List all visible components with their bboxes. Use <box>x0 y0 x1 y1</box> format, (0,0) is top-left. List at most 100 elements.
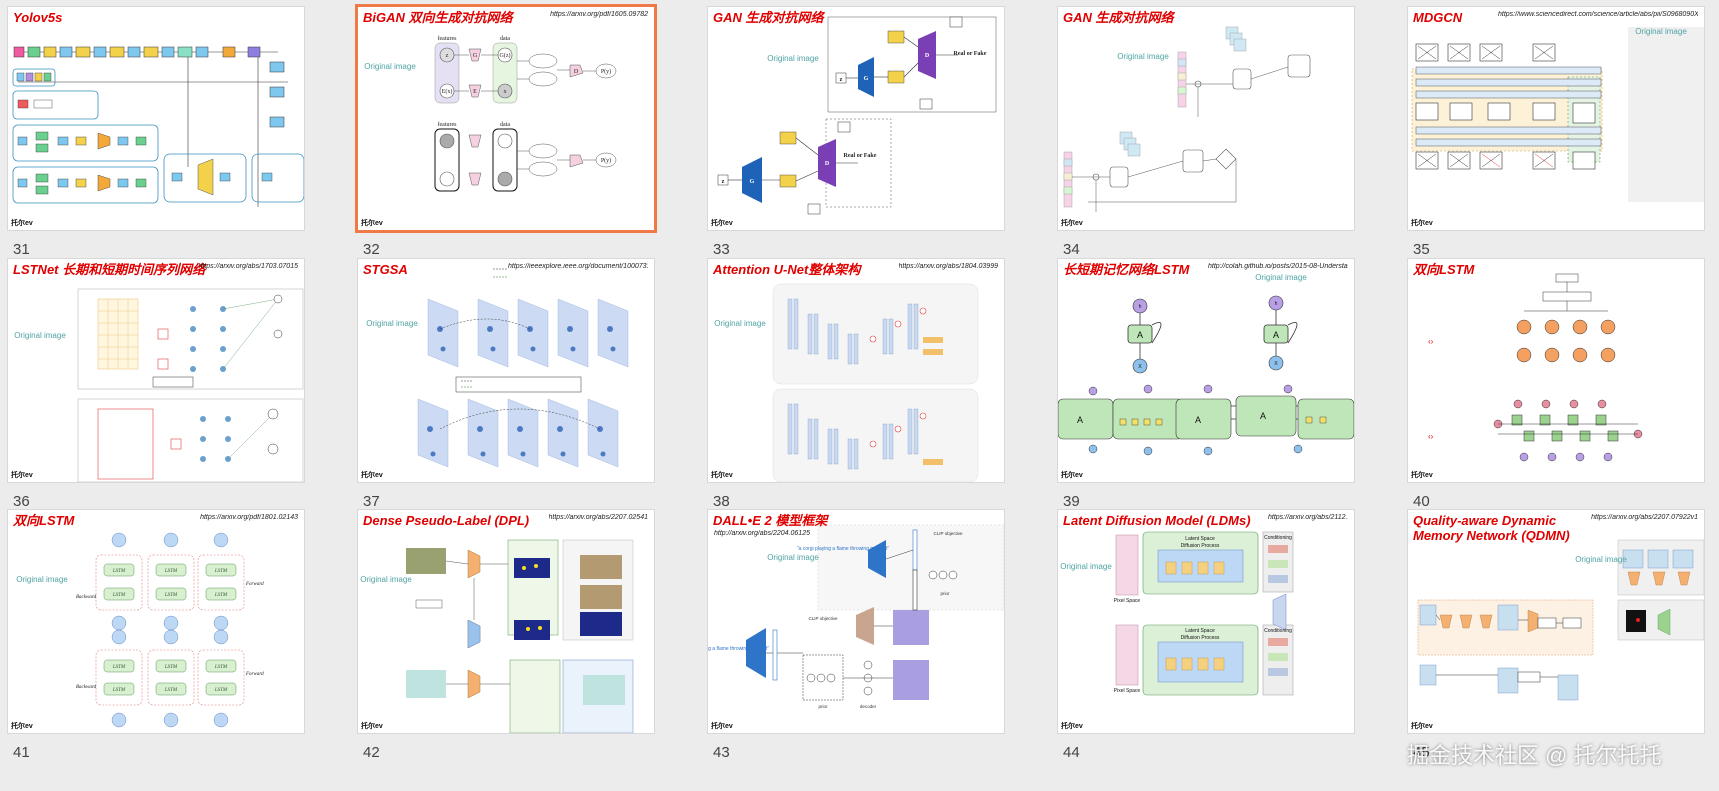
label-G: G <box>473 53 478 59</box>
slide-logo: 托尔ev <box>711 220 733 227</box>
original-image-label: Original image <box>364 62 416 71</box>
slide-cell-33: G D G D z z Real or Fake Real or Fake GA… <box>700 0 1012 276</box>
original-image-label: Original image <box>1575 555 1627 564</box>
slide-cell-35: MDGCN https://www.sciencedirect.com/scie… <box>1400 0 1712 276</box>
label-clip: CLIP objective <box>934 531 963 536</box>
slide-logo: 托尔ev <box>711 472 733 479</box>
label-features: features <box>438 35 458 42</box>
slide-thumbnail-35[interactable]: MDGCN https://www.sciencedirect.com/scie… <box>1408 7 1704 230</box>
slide-url: https://arxiv.org/pdf/1605.09782 <box>550 11 648 18</box>
label-diffusion-2: Diffusion Process <box>1181 635 1220 641</box>
dpl-diagram <box>406 539 634 733</box>
label-latent-space-2: Latent Space <box>1185 628 1215 634</box>
slide-title: GAN 生成对抗网络 <box>1063 10 1174 25</box>
slide-url: http://arxiv.org/abs/2204.06125 <box>714 530 810 537</box>
slide-thumbnail-39[interactable]: A A A A A h X h X 长短期记忆网络LSTM http://col… <box>1058 259 1354 482</box>
label-prior-2: prior <box>940 591 950 596</box>
slide-cell-43: "a corgi playing a flame throwing trumpe… <box>700 503 1012 779</box>
slide-number: 41 <box>13 744 30 761</box>
slide-title: BiGAN 双向生成对抗网络 <box>363 10 513 25</box>
lstm-diagram: A A A A A h X h X <box>1058 295 1354 456</box>
slide-cell-32: features data G E D z x G(z) E(x) P(y) f… <box>350 0 662 276</box>
slide-number: 31 <box>13 241 30 258</box>
slide-cell-39: A A A A A h X h X 长短期记忆网络LSTM http://col… <box>1050 252 1362 528</box>
slide-logo: 托尔ev <box>1411 723 1433 730</box>
qdmn-diagram <box>1417 539 1704 701</box>
slide-url: https://www.sciencedirect.com/science/ar… <box>1498 11 1698 18</box>
label-lstm-4: LSTM <box>112 593 126 598</box>
svg-text:‹›: ‹› <box>1428 337 1434 346</box>
bigan-diagram: features data G E D z x G(z) E(x) P(y) f… <box>434 35 617 192</box>
slide-title: 双向LSTM <box>1413 262 1475 277</box>
slide-number: 35 <box>1413 241 1430 258</box>
slide-number: 43 <box>713 744 730 761</box>
dalle2-diagram: "a corgi playing a flame throwing trumpe… <box>708 524 1004 709</box>
label-conditioning: Conditioning <box>1264 535 1292 541</box>
label-E: E <box>473 89 477 95</box>
label-backward-2: Backward <box>76 685 97 690</box>
label-lstm-10: LSTM <box>112 688 126 693</box>
label-real-fake-2: Real or Fake <box>844 153 877 159</box>
label-forward: Forward <box>245 582 264 587</box>
slide-thumbnail-34[interactable]: GAN 生成对抗网络 Original image 托尔ev <box>1058 7 1354 230</box>
slide-thumbnail-43[interactable]: "a corgi playing a flame throwing trumpe… <box>708 510 1004 733</box>
slide-thumbnail-31[interactable]: Yolov5s 托尔ev <box>8 7 304 230</box>
label-G: G <box>864 76 869 82</box>
slide-number: 34 <box>1063 241 1080 258</box>
slide-number: 40 <box>1413 493 1430 510</box>
slide-cell-44: Latent Space Diffusion Process Latent Sp… <box>1050 503 1362 779</box>
slide-url: https://arxiv.org/pdf/1801.02143 <box>200 514 298 521</box>
slide-thumbnail-36[interactable]: LSTNet 长期和短期时间序列网络 https://arxiv.org/abs… <box>8 259 304 482</box>
bilstm-diagram: ‹› ‹› <box>1428 273 1643 462</box>
label-A: A <box>1137 330 1143 340</box>
slide-thumbnail-42[interactable]: Dense Pseudo-Label (DPL) https://arxiv.o… <box>358 510 654 733</box>
slide-thumbnail-33[interactable]: G D G D z z Real or Fake Real or Fake GA… <box>708 7 1004 230</box>
slide-thumbnail-32[interactable]: features data G E D z x G(z) E(x) P(y) f… <box>358 7 654 230</box>
slide-cell-34: GAN 生成对抗网络 Original image 托尔ev 34 <box>1050 0 1362 276</box>
slide-logo: 托尔ev <box>11 220 33 227</box>
label-conditioning-2: Conditioning <box>1264 628 1292 634</box>
label-A-3: A <box>1077 415 1083 425</box>
slide-title: Attention U-Net整体架构 <box>713 262 861 277</box>
slide-thumbnail-38[interactable]: Attention U-Net整体架构 https://arxiv.org/ab… <box>708 259 1004 482</box>
slide-thumbnail-41[interactable]: LSTM LSTM LSTM LSTM LSTM LSTM LSTM LSTM … <box>8 510 304 733</box>
label-diffusion: Diffusion Process <box>1181 543 1220 549</box>
svg-text:‹›: ‹› <box>1428 432 1434 441</box>
label-forward-2: Forward <box>245 672 264 677</box>
slide-thumbnail-44[interactable]: Latent Space Diffusion Process Latent Sp… <box>1058 510 1354 733</box>
label-lstm-7: LSTM <box>112 665 126 670</box>
label-lstm-6: LSTM <box>214 593 228 598</box>
original-image-label: Original image <box>366 319 418 328</box>
slide-logo: 托尔ev <box>11 472 33 479</box>
slide-cell-36: LSTNet 长期和短期时间序列网络 https://arxiv.org/abs… <box>0 252 312 528</box>
label-A-2: A <box>1273 330 1279 340</box>
label-G-2: G <box>750 179 755 185</box>
label-A-5: A <box>1260 411 1266 421</box>
slide-logo: 托尔ev <box>11 723 33 730</box>
label-lstm: LSTM <box>112 569 126 574</box>
label-z-2: z <box>722 179 725 185</box>
slide-thumbnail-45[interactable]: Quality-aware Dynamic Memory Network (QD… <box>1408 510 1704 733</box>
original-image-label: Original image <box>767 553 819 562</box>
label-Gz: G(z) <box>500 52 511 59</box>
slide-thumbnail-37[interactable]: STGSA https://ieeexplore.ieee.org/docume… <box>358 259 654 482</box>
slide-url: https://arxiv.org/abs/2207.07922v1 <box>1591 514 1698 521</box>
label-pixel-space: Pixel Space <box>1114 598 1141 604</box>
slide-title: Yolov5s <box>13 10 63 25</box>
slide-title: STGSA <box>363 262 408 277</box>
original-image-label: Original image <box>767 54 819 63</box>
slide-url: http://colah.github.io/posts/2015-08-Und… <box>1208 263 1348 270</box>
stgsa-diagram <box>417 268 629 468</box>
slide-thumbnail-40[interactable]: ‹› ‹› 双向LSTM 托尔ev <box>1408 259 1704 482</box>
label-D: D <box>925 53 930 59</box>
slide-number: 32 <box>363 241 380 258</box>
slide-logo: 托尔ev <box>1411 472 1433 479</box>
label-data-2: data <box>500 122 510 128</box>
label-pixel-space-2: Pixel Space <box>1114 688 1141 694</box>
slide-logo: 托尔ev <box>361 723 383 730</box>
slide-cell-31: Yolov5s 托尔ev 31 <box>0 0 312 276</box>
slide-number: 42 <box>363 744 380 761</box>
label-lstm-8: LSTM <box>164 665 178 670</box>
slide-logo: 托尔ev <box>1061 472 1083 479</box>
slide-logo: 托尔ev <box>361 220 383 227</box>
